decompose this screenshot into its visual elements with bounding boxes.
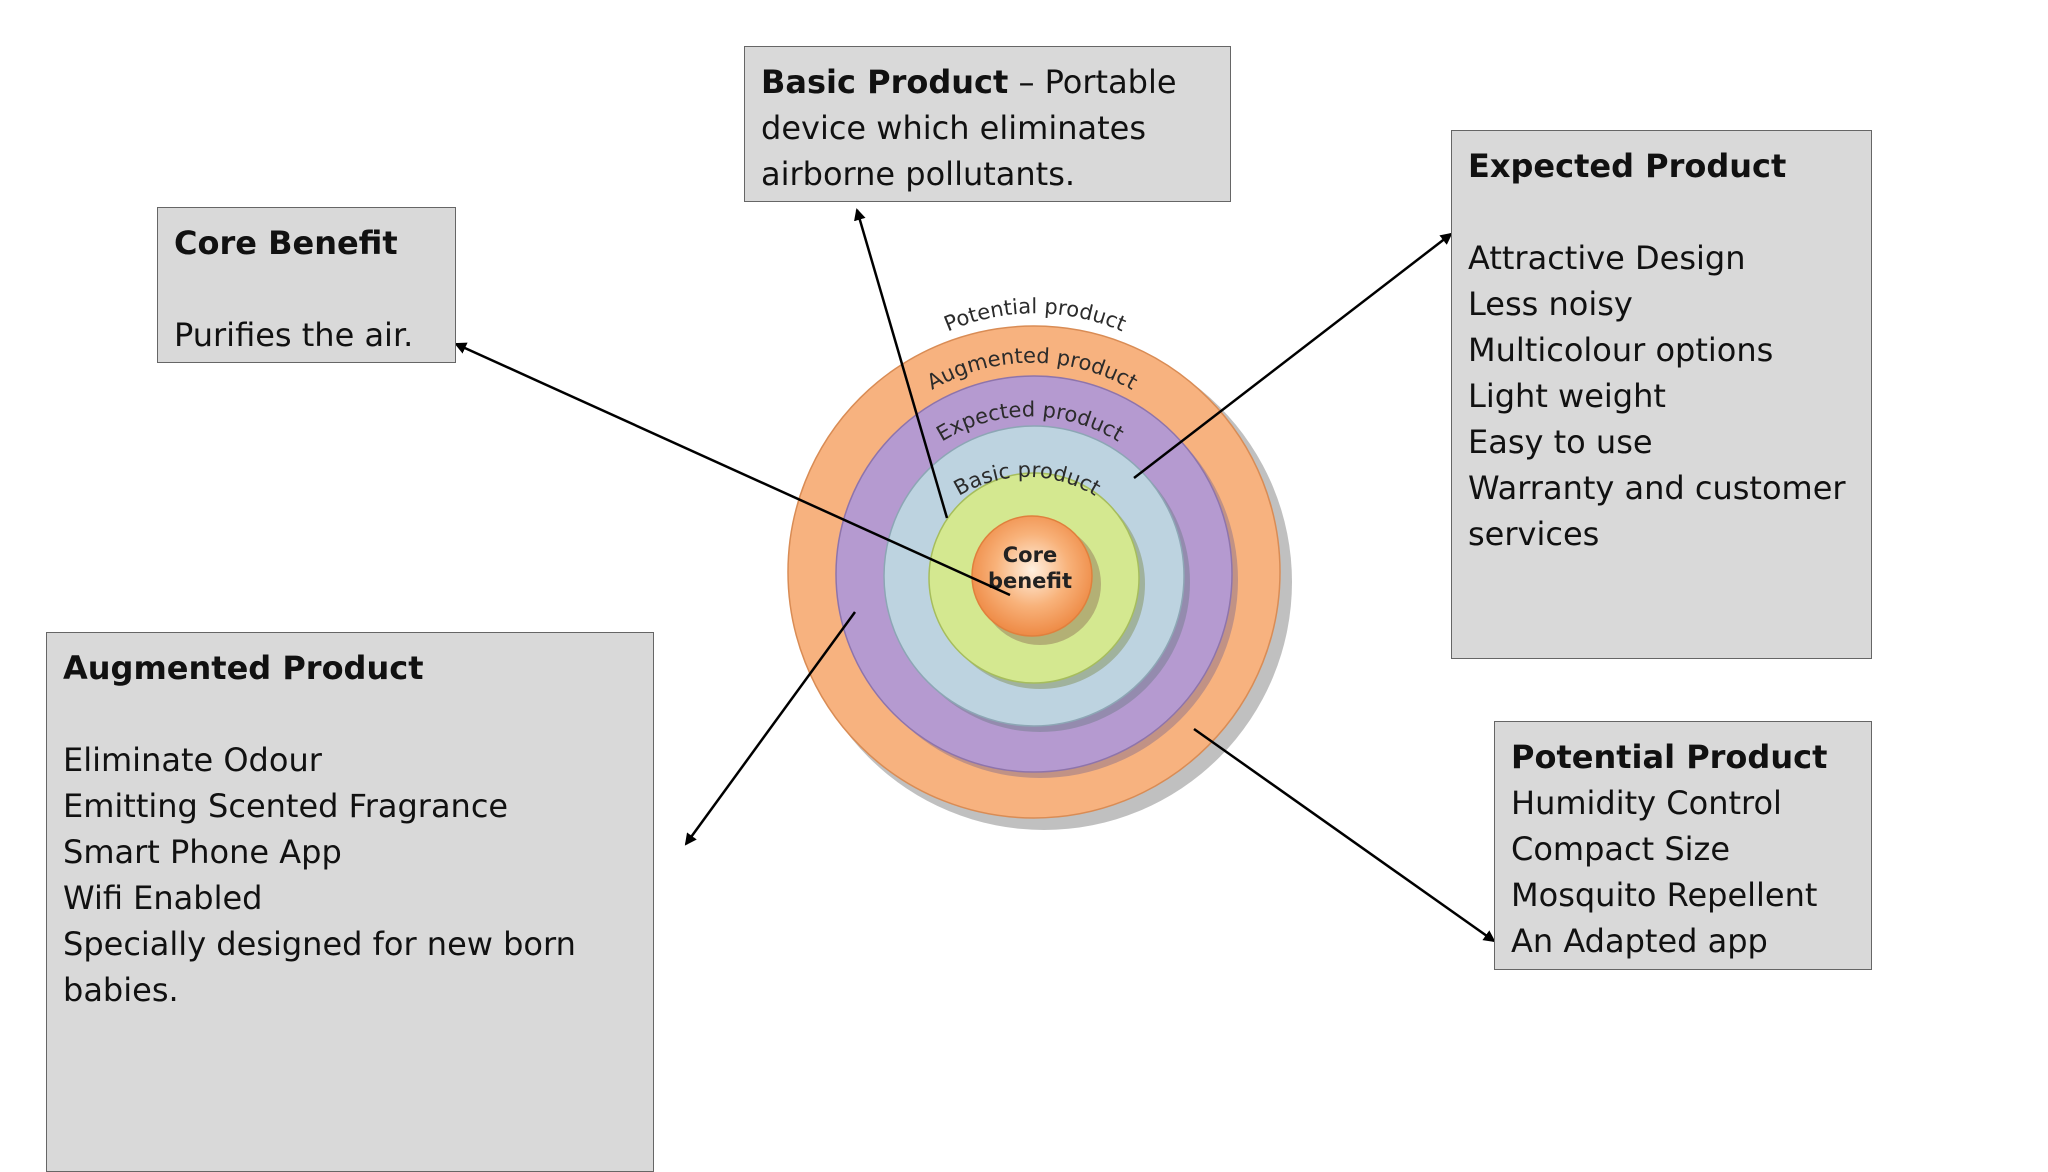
expected-product-box: Expected Product Attractive Design Less … bbox=[1451, 130, 1872, 659]
augmented-product-item: babies. bbox=[63, 971, 179, 1009]
basic-product-line: airborne pollutants. bbox=[761, 155, 1076, 193]
expected-product-title: Expected Product bbox=[1468, 147, 1787, 185]
augmented-product-item: Emitting Scented Fragrance bbox=[63, 787, 509, 825]
potential-product-title: Potential Product bbox=[1511, 738, 1828, 776]
expected-product-item: Warranty and customer bbox=[1468, 469, 1846, 507]
core-label-line1: Core bbox=[1003, 543, 1057, 567]
arrow-to-core-benefit bbox=[454, 342, 1011, 597]
expected-product-item: Light weight bbox=[1468, 377, 1666, 415]
expected-product-item: Attractive Design bbox=[1468, 239, 1746, 277]
augmented-product-item: Wifi Enabled bbox=[63, 879, 263, 917]
arrow-to-expected-product bbox=[1133, 232, 1453, 479]
augmented-product-box: Augmented Product Eliminate Odour Emitti… bbox=[46, 632, 654, 1172]
augmented-product-item: Eliminate Odour bbox=[63, 741, 322, 779]
basic-product-title-suffix: – Portable bbox=[1008, 63, 1177, 101]
arrow-to-potential-product bbox=[1193, 727, 1496, 943]
expected-product-item: Easy to use bbox=[1468, 423, 1653, 461]
core-benefit-box: Core Benefit Purifies the air. bbox=[157, 207, 456, 363]
basic-product-line: device which eliminates bbox=[761, 109, 1146, 147]
arrow-to-augmented-product bbox=[684, 611, 857, 846]
potential-product-item: An Adapted app bbox=[1511, 922, 1768, 960]
arrow-to-basic-product bbox=[854, 208, 949, 519]
expected-product-item: services bbox=[1468, 515, 1600, 553]
basic-product-heading: Basic Product – Portable bbox=[761, 59, 1214, 105]
core-benefit-circle bbox=[971, 515, 1093, 637]
core-benefit-title: Core Benefit bbox=[174, 224, 398, 262]
potential-product-item: Humidity Control bbox=[1511, 784, 1782, 822]
augmented-product-item: Smart Phone App bbox=[63, 833, 342, 871]
expected-product-item: Multicolour options bbox=[1468, 331, 1774, 369]
augmented-product-title: Augmented Product bbox=[63, 649, 424, 687]
potential-product-item: Compact Size bbox=[1511, 830, 1731, 868]
potential-product-box: Potential Product Humidity Control Compa… bbox=[1494, 721, 1872, 970]
augmented-product-item: Specially designed for new born bbox=[63, 925, 576, 963]
basic-product-title: Basic Product bbox=[761, 63, 1009, 101]
expected-product-item: Less noisy bbox=[1468, 285, 1633, 323]
potential-product-item: Mosquito Repellent bbox=[1511, 876, 1818, 914]
core-label-line2: benefit bbox=[988, 569, 1072, 593]
core-benefit-text: Purifies the air. bbox=[174, 316, 414, 354]
basic-product-box: Basic Product – Portable device which el… bbox=[744, 46, 1231, 202]
